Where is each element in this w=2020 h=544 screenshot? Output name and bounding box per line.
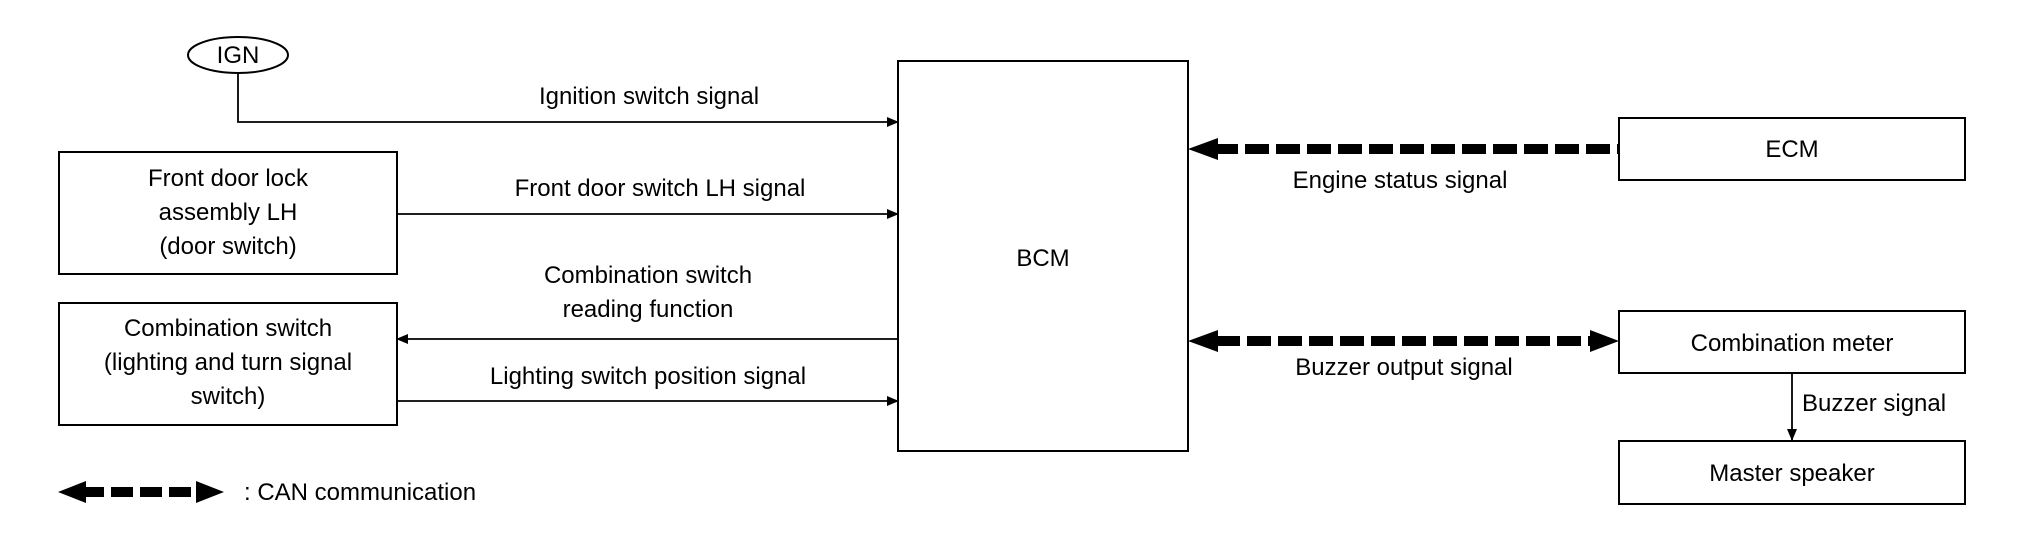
combination-switch-label-line1: Combination switch	[124, 315, 332, 342]
legend-can-left-arrowhead	[58, 481, 86, 503]
master-speaker-label: Master speaker	[1709, 460, 1874, 487]
ecm-label: ECM	[1765, 136, 1818, 163]
combination-switch-reading-label-line2: reading function	[563, 296, 734, 323]
bcm-label: BCM	[1016, 245, 1069, 272]
front-door-lock-label-line3: (door switch)	[159, 233, 296, 260]
combination-meter-box	[1618, 310, 1966, 374]
ign-label: IGN	[217, 42, 260, 69]
buzzer-output-right-arrowhead	[1590, 330, 1619, 352]
combination-meter-label: Combination meter	[1691, 330, 1894, 357]
engine-status-arrowhead	[1188, 138, 1218, 160]
combination-switch-label-line3: switch)	[191, 383, 266, 410]
ignition-switch-signal-line	[237, 73, 899, 127]
ignition-switch-signal-label: Ignition switch signal	[539, 83, 759, 110]
combination-switch-label-line2: (lighting and turn signal	[104, 349, 352, 376]
front-door-switch-signal-label: Front door switch LH signal	[515, 175, 806, 202]
legend-can-label: : CAN communication	[244, 479, 476, 506]
lighting-switch-position-label: Lighting switch position signal	[490, 363, 806, 390]
master-speaker-box	[1618, 440, 1966, 505]
front-door-lock-label-line2: assembly LH	[159, 199, 298, 226]
combination-switch-box	[58, 302, 398, 426]
bcm-box	[897, 60, 1189, 452]
engine-status-label: Engine status signal	[1293, 167, 1508, 194]
buzzer-output-label: Buzzer output signal	[1295, 354, 1512, 381]
buzzer-output-left-arrowhead	[1188, 330, 1218, 352]
combination-switch-reading-label-line1: Combination switch	[544, 262, 752, 289]
front-door-lock-label-line1: Front door lock	[148, 165, 309, 192]
legend-can-right-arrowhead	[196, 481, 224, 503]
buzzer-signal-label: Buzzer signal	[1802, 390, 1946, 417]
front-door-lock-box	[58, 151, 398, 275]
